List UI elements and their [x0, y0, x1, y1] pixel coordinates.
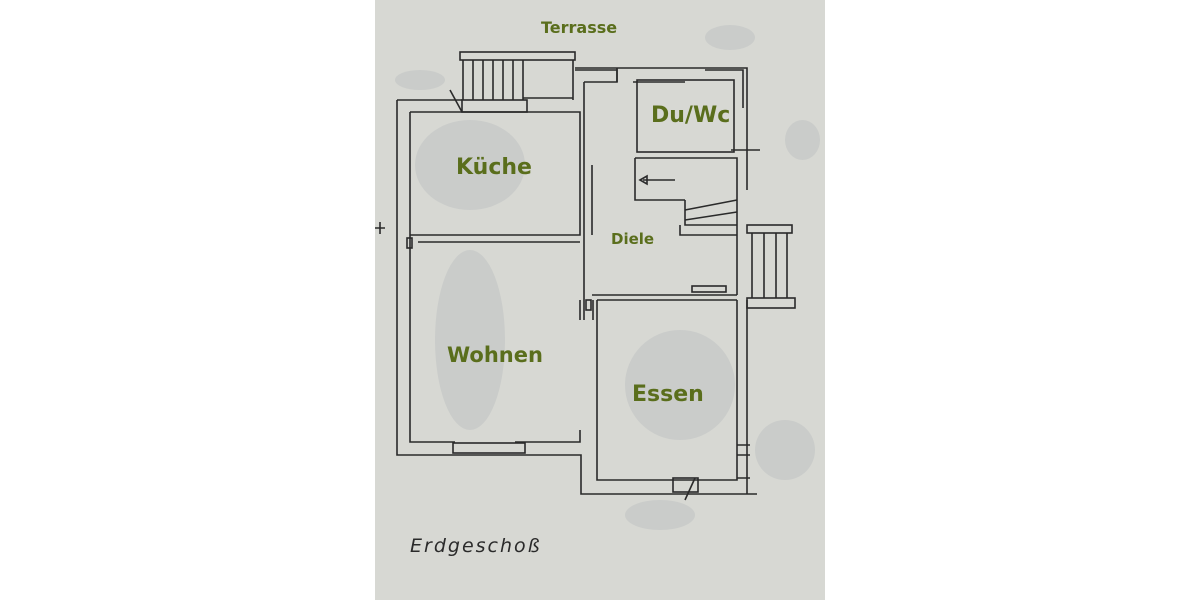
smudge [435, 250, 505, 430]
floor-title: Erdgeschoß [410, 535, 542, 557]
smudge [785, 120, 820, 160]
room-label-wohnen: Wohnen [447, 343, 543, 367]
room-label-terrasse: Terrasse [541, 18, 618, 37]
smudge [625, 330, 735, 440]
smudge [415, 120, 525, 210]
smudge [395, 70, 445, 90]
floor-plan-paper: Terrasse Küche Du/Wc Diele Wohnen Essen … [375, 0, 825, 600]
room-label-du-wc: Du/Wc [651, 103, 731, 128]
room-label-kueche: Küche [456, 155, 532, 180]
smudge [755, 420, 815, 480]
room-label-essen: Essen [632, 382, 704, 407]
smudge [705, 25, 755, 50]
smudge [625, 500, 695, 530]
room-label-diele: Diele [611, 230, 655, 248]
floor-plan-drawing [375, 51, 796, 501]
